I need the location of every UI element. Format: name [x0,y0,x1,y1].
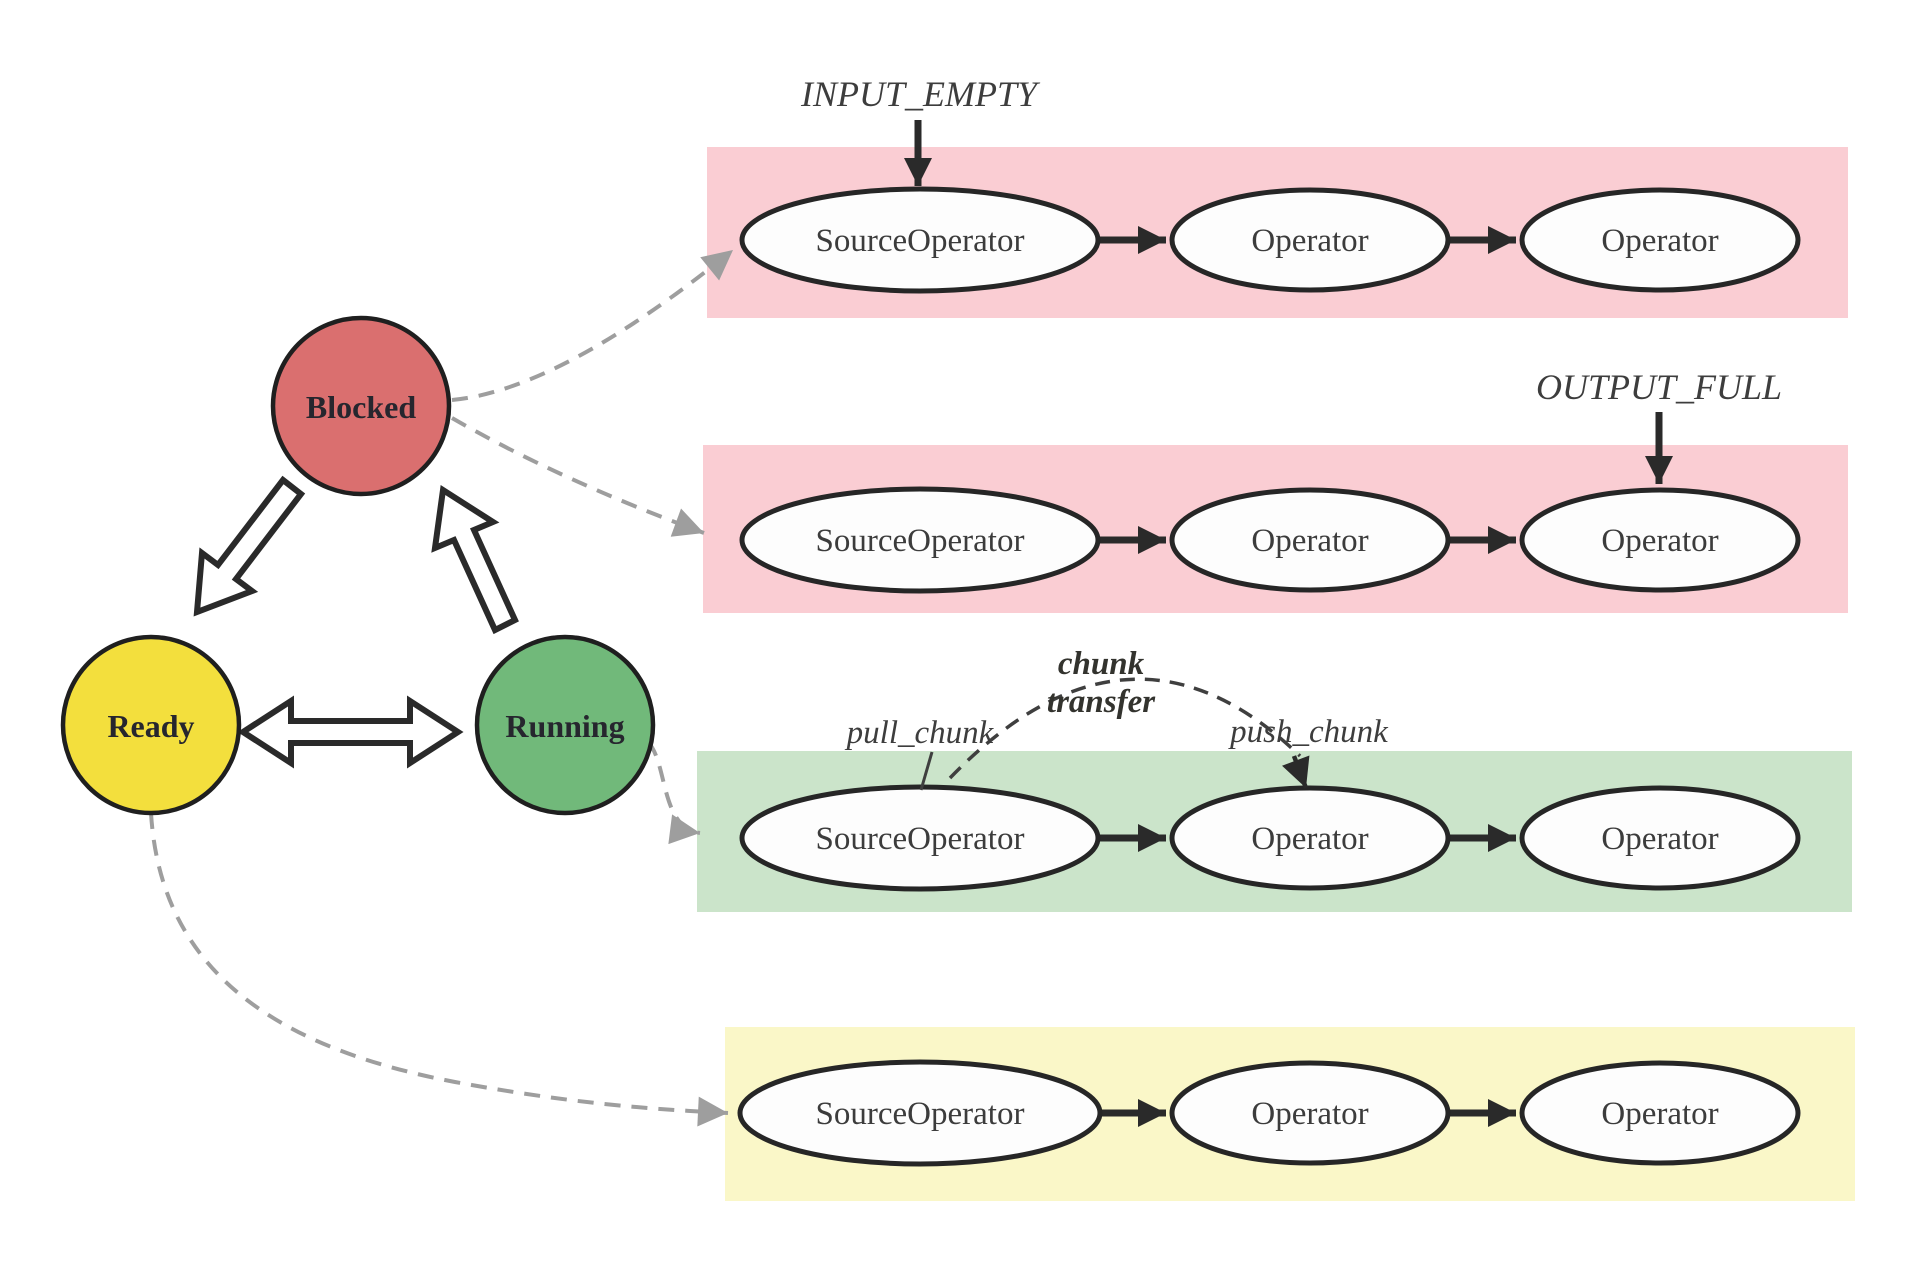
pipeline-row-1: SourceOperator Operator Operator [739,186,1801,294]
connector-blocked-to-pipeline2 [451,416,705,537]
connector-blocked-to-pipeline1 [451,248,735,402]
pipeline-row-4: SourceOperator Operator Operator [737,1059,1801,1167]
node-operator [1519,1060,1801,1166]
node-operator-label: Operator [1601,1096,1718,1132]
node-operator [1169,187,1451,293]
node-operator [1169,487,1451,593]
transition-arrow-running-to-blocked [431,484,519,635]
pipeline-row-2: SourceOperator Operator Operator [739,486,1801,594]
node-source-operator [739,486,1101,594]
pull-chunk-tick [919,751,934,791]
transition-arrow-ready-running-bidirectional [237,695,464,769]
state-blocked-circle [270,315,452,497]
transition-arrow-blocked-to-ready [193,475,306,617]
node-source-operator [739,186,1101,294]
connector-ready-to-pipeline4 [149,812,729,1127]
node-operator-label: Operator [1251,223,1368,259]
node-source-operator-label: SourceOperator [816,523,1025,559]
push-chunk-arrow [1282,755,1310,789]
chunk-transfer-arc [948,677,1302,780]
chunk-transfer-label-line2: transfer [1047,684,1156,720]
chunk-transfer-label-line1: chunk [1058,646,1145,682]
node-source-operator-label: SourceOperator [816,821,1025,857]
node-source-operator [737,1059,1103,1167]
node-operator-label: Operator [1251,821,1368,857]
node-operator-label: Operator [1251,1096,1368,1132]
node-operator [1519,187,1801,293]
node-operator [1169,785,1451,891]
node-operator-label: Operator [1601,821,1718,857]
connector-running-to-pipeline3 [646,740,701,845]
node-operator-label: Operator [1251,523,1368,559]
output-full-label: OUTPUT_FULL [1536,367,1782,407]
node-operator-label: Operator [1601,523,1718,559]
state-running-label: Running [505,708,624,744]
pull-chunk-label: pull_chunk [845,715,995,751]
node-source-operator-label: SourceOperator [816,223,1025,259]
node-operator-label: Operator [1601,223,1718,259]
node-source-operator-label: SourceOperator [816,1096,1025,1132]
pipeline-row-3: SourceOperator Operator Operator [739,784,1801,892]
state-ready-circle [60,634,242,816]
state-ready-label: Ready [107,708,194,744]
state-running-circle [474,634,656,816]
push-chunk-label: push_chunk [1228,714,1389,750]
node-operator [1519,785,1801,891]
state-blocked-label: Blocked [306,389,416,425]
node-operator [1519,487,1801,593]
node-operator [1169,1060,1451,1166]
node-source-operator [739,784,1101,892]
input-empty-label: INPUT_EMPTY [800,74,1041,114]
